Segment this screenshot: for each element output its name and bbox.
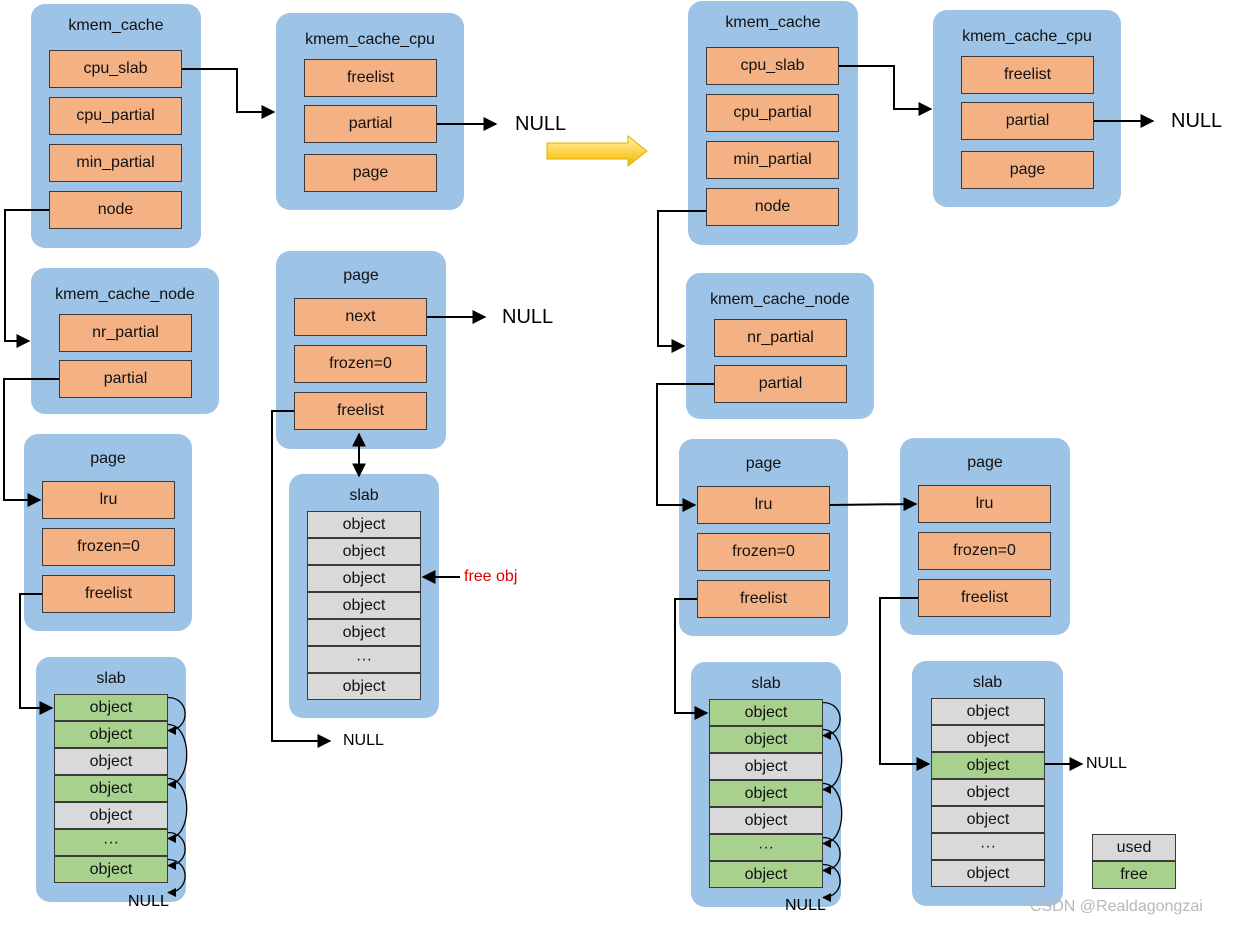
slab-title: slab (349, 487, 379, 504)
null-label: NULL (1086, 755, 1127, 772)
lru-field: lru (697, 486, 830, 524)
slab-title: slab (96, 670, 126, 687)
kmem-cache-cpu-title: kmem_cache_cpu (962, 28, 1092, 45)
kmem-cache-title: kmem_cache (725, 14, 821, 31)
slab-object: object (307, 565, 421, 592)
cpu-slab-field: cpu_slab (49, 50, 182, 88)
cpu-page-field: page (961, 151, 1094, 189)
page-title: page (967, 454, 1003, 471)
min-partial-field: min_partial (49, 144, 182, 182)
frozen-field: frozen=0 (697, 533, 830, 571)
page-title: page (90, 450, 126, 467)
cpu-page-field: page (304, 154, 437, 192)
cpu-slab-field: cpu_slab (706, 47, 839, 85)
slab-title: slab (751, 675, 781, 692)
slab-ellipsis: ··· (709, 834, 823, 861)
slab-object: object (307, 592, 421, 619)
node-partial-field: partial (714, 365, 847, 403)
cpu-partial-field: cpu_partial (49, 97, 182, 135)
slab-ellipsis: ··· (54, 829, 168, 856)
page-freelist-field: freelist (918, 579, 1051, 617)
slab-object: object (54, 802, 168, 829)
page-title: page (745, 455, 782, 472)
nr-partial-field: nr_partial (714, 319, 847, 357)
null-label: NULL (1171, 110, 1223, 132)
nr-partial-field: nr_partial (59, 314, 192, 352)
page-freelist-field: freelist (294, 392, 427, 430)
cpu-partial-ptr-field: partial (961, 102, 1094, 140)
null-label: NULL (128, 893, 169, 910)
slab-object: object (709, 861, 823, 888)
transition-arrow (546, 134, 648, 168)
null-label: NULL (785, 897, 826, 914)
page-title: page (343, 267, 379, 284)
cpu-partial-field: cpu_partial (706, 94, 839, 132)
node-field: node (49, 191, 182, 229)
kmem-cache-title: kmem_cache (68, 17, 164, 34)
slab-object: object (307, 511, 421, 538)
slab-object: object (931, 725, 1045, 752)
free-obj-label: free obj (464, 568, 518, 585)
lru-field: lru (42, 481, 175, 519)
slab-ellipsis: ··· (931, 833, 1045, 860)
lru-field: lru (918, 485, 1051, 523)
node-field: node (706, 188, 839, 226)
slab-object: object (54, 775, 168, 802)
slab-object: object (931, 698, 1045, 725)
slab-object: object (709, 807, 823, 834)
slab-object: object (307, 673, 421, 700)
slab-object: object (931, 779, 1045, 806)
frozen-field: frozen=0 (918, 532, 1051, 570)
slab-object: object (709, 726, 823, 753)
next-field: next (294, 298, 427, 336)
slab-object: object (54, 856, 168, 883)
watermark: CSDN @Realdagongzai (1030, 898, 1203, 915)
page-freelist-field: freelist (42, 575, 175, 613)
slab-object: object (54, 721, 168, 748)
slab-ellipsis: ··· (307, 646, 421, 673)
null-label: NULL (343, 732, 384, 749)
slab-object: object (709, 699, 823, 726)
slab-object: object (931, 752, 1045, 779)
frozen-field: frozen=0 (42, 528, 175, 566)
kmem-cache-cpu-title: kmem_cache_cpu (305, 31, 435, 48)
null-label: NULL (502, 306, 554, 328)
kmem-cache-node-title: kmem_cache_node (55, 286, 195, 303)
slab-object: object (307, 538, 421, 565)
slab-title: slab (972, 674, 1003, 691)
slab-object: object (54, 748, 168, 775)
cpu-freelist-field: freelist (961, 56, 1094, 94)
min-partial-field: min_partial (706, 141, 839, 179)
legend-free: free (1092, 861, 1176, 889)
cpu-partial-ptr-field: partial (304, 105, 437, 143)
kmem-cache-node-title: kmem_cache_node (710, 291, 850, 308)
node-partial-field: partial (59, 360, 192, 398)
cpu-freelist-field: freelist (304, 59, 437, 97)
slab-object: object (931, 860, 1045, 887)
slab-object: object (307, 619, 421, 646)
slab-object: object (54, 694, 168, 721)
page-freelist-field: freelist (697, 580, 830, 618)
legend-used: used (1092, 834, 1176, 861)
frozen-field: frozen=0 (294, 345, 427, 383)
slab-object: object (709, 753, 823, 780)
slab-object: object (709, 780, 823, 807)
slab-object: object (931, 806, 1045, 833)
null-label: NULL (515, 113, 567, 135)
